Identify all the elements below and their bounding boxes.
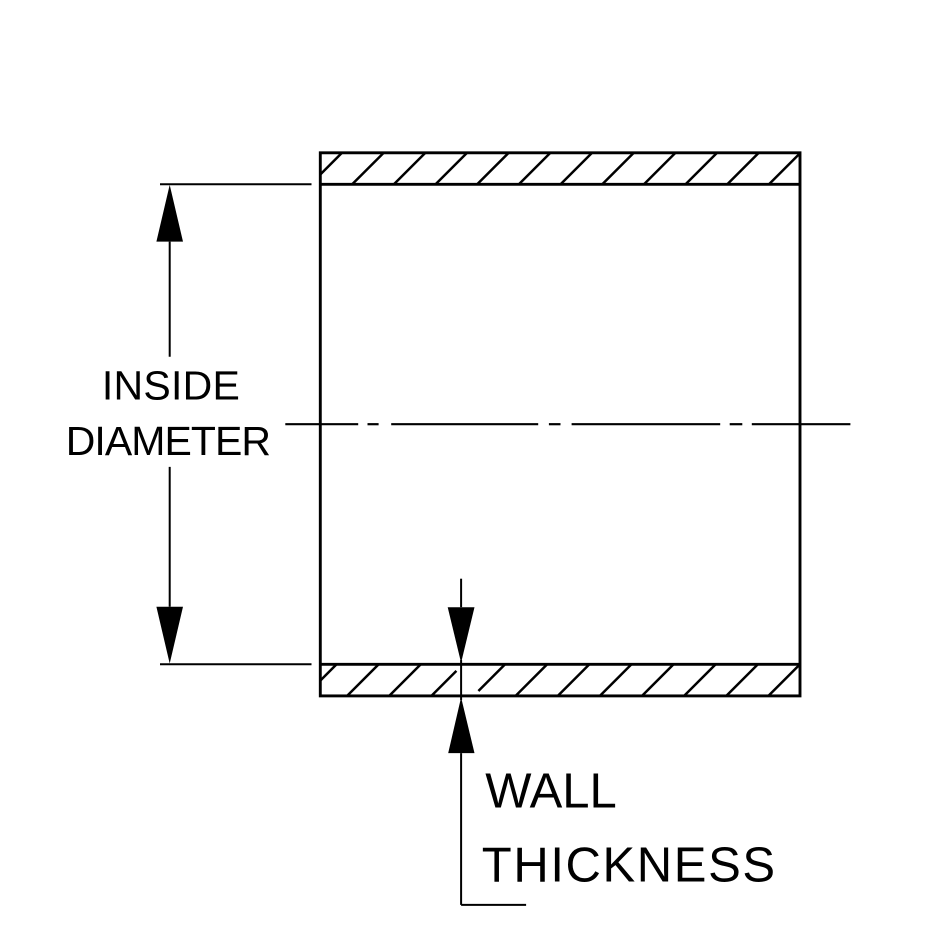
svg-text:THICKNESS: THICKNESS xyxy=(482,839,777,893)
svg-text:WALL: WALL xyxy=(485,765,617,819)
svg-text:DIAMETER: DIAMETER xyxy=(66,418,270,464)
svg-text:INSIDE: INSIDE xyxy=(102,362,240,408)
